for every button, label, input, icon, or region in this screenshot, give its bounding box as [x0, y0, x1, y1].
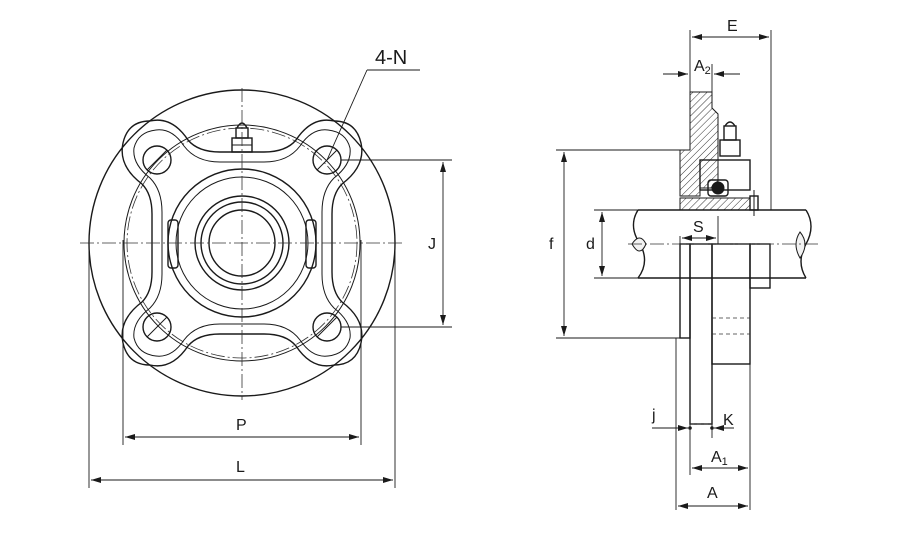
- label-S: S: [693, 219, 704, 236]
- bolt-hole-bottom-right: [312, 312, 342, 342]
- label-A1: A1: [711, 449, 728, 468]
- label-K: K: [723, 412, 734, 429]
- side-grease-nipple: [719, 121, 741, 157]
- label-j: j: [651, 407, 656, 424]
- bearing-ball: [711, 181, 725, 195]
- label-L: L: [236, 459, 245, 476]
- shaft: [638, 209, 806, 279]
- housing-outline: [121, 119, 363, 367]
- label-J: J: [428, 236, 436, 253]
- label-A: A: [707, 485, 718, 502]
- label-A2: A2: [694, 58, 711, 77]
- label-E: E: [727, 18, 738, 35]
- label-bolt-holes: 4-N: [375, 47, 407, 69]
- bolt-hole-bottom-left: [142, 312, 172, 342]
- side-view: E A2 f d S j K A1: [549, 18, 820, 510]
- label-P: P: [236, 417, 247, 434]
- bolt-hole-top-left: [142, 145, 172, 175]
- label-d: d: [586, 236, 595, 253]
- label-f: f: [549, 236, 554, 253]
- front-view: 4-N J P L: [80, 47, 452, 488]
